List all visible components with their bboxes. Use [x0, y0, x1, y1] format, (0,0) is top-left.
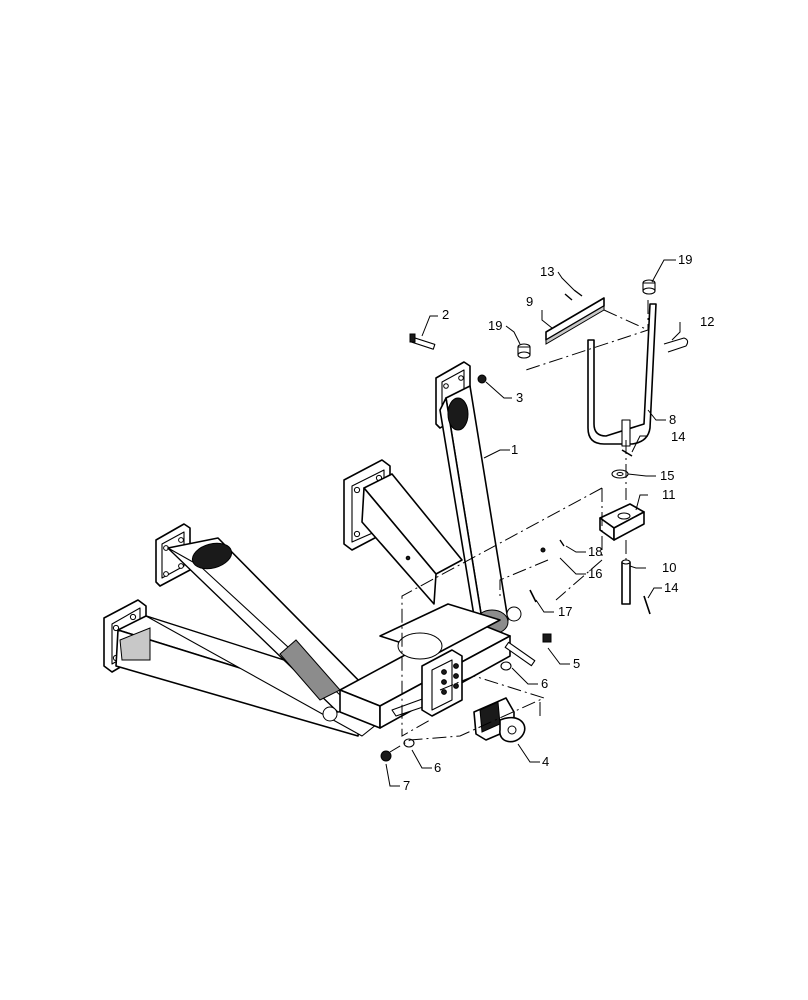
callout-11: 11	[662, 487, 676, 502]
cap-19-right	[642, 279, 656, 295]
callout-13: 13	[540, 264, 554, 279]
pin-14-upper	[621, 449, 633, 457]
callout-12: 12	[700, 314, 714, 329]
pin-17	[529, 589, 537, 603]
hitch-frame	[103, 361, 522, 737]
drawbar-body	[322, 603, 522, 729]
handle-12	[663, 337, 689, 353]
callout-19b: 19	[678, 252, 692, 267]
callout-19a: 19	[488, 318, 502, 333]
callout-17: 17	[558, 604, 572, 619]
nut-7	[380, 750, 392, 762]
callout-16: 16	[588, 566, 602, 581]
mount-plate-left-rear	[155, 523, 191, 587]
pin-14-lower	[643, 595, 651, 615]
stand-frame-8	[587, 303, 657, 447]
callout-14b: 14	[664, 580, 678, 595]
callout-7: 7	[403, 778, 410, 793]
clevis-plate	[421, 649, 463, 717]
callout-10: 10	[662, 560, 676, 575]
callout-6b: 6	[434, 760, 441, 775]
stand-bracket-9	[545, 297, 605, 345]
brace-left-diagonal	[167, 537, 375, 713]
callout-3: 3	[516, 390, 523, 405]
cap-19-left	[517, 343, 531, 359]
pin-16	[540, 547, 546, 553]
pin-13	[564, 289, 583, 301]
alignment-lines	[389, 300, 649, 753]
washer-15	[611, 469, 629, 479]
callout-9: 9	[526, 294, 533, 309]
bolt-5	[504, 633, 552, 667]
pin-18	[559, 539, 565, 547]
jack-leg-10	[621, 559, 631, 605]
callout-18: 18	[588, 544, 602, 559]
nut-3	[477, 374, 487, 384]
bolt-2	[409, 333, 436, 350]
tube-middle	[361, 473, 463, 605]
callout-1: 1	[511, 442, 518, 457]
callout-8: 8	[669, 412, 676, 427]
callout-4: 4	[542, 754, 549, 769]
pintle-hook-4	[473, 697, 526, 743]
washer-6a	[500, 661, 512, 671]
leader-lines	[385, 259, 681, 787]
callout-15: 15	[660, 468, 674, 483]
tube-upper-diagonal	[439, 385, 509, 641]
callout-2: 2	[442, 307, 449, 322]
callout-14a: 14	[671, 429, 685, 444]
washer-6b	[403, 738, 415, 748]
callout-5: 5	[573, 656, 580, 671]
callout-6a: 6	[541, 676, 548, 691]
mount-bracket-11	[599, 503, 645, 541]
callout-labels: 1 2 3 4 5 6 6 7 8 9 10 11 12 13 14 14 15…	[403, 252, 714, 793]
